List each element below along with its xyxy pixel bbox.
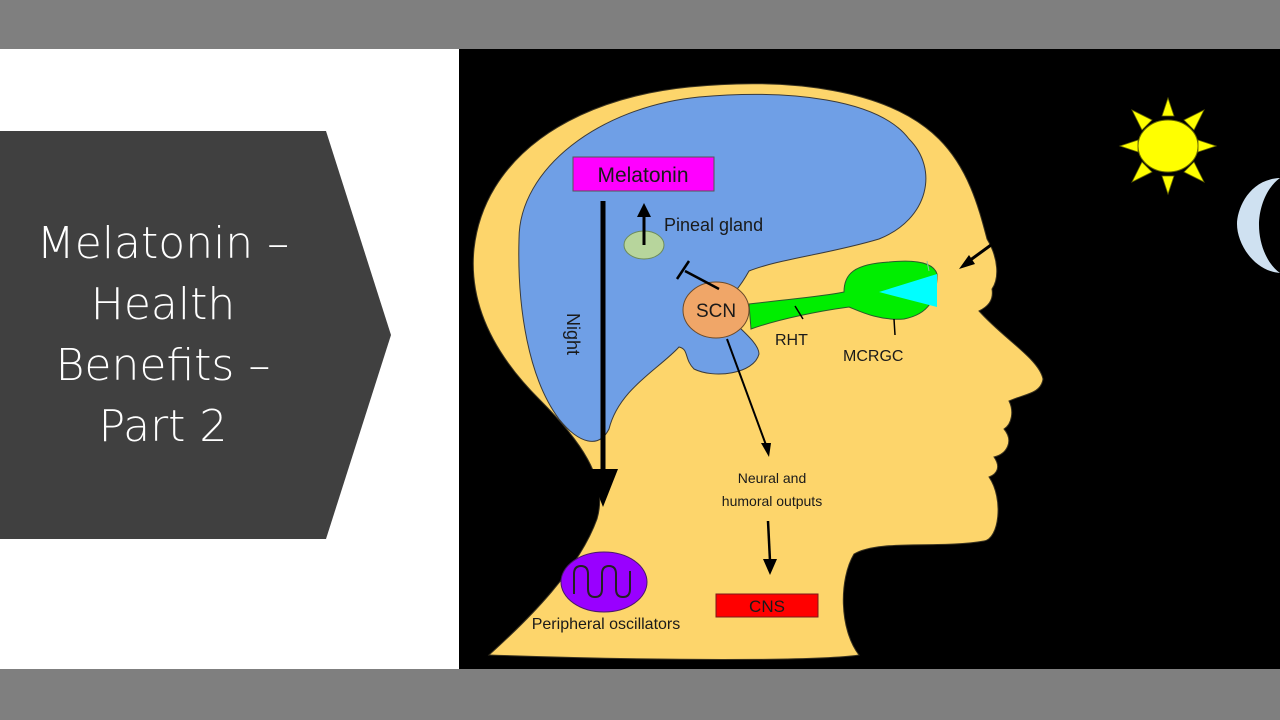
cns-box [715, 593, 819, 618]
title-chevron-shape [0, 131, 391, 539]
circadian-diagram: SCN Pineal gland Melatonin Night RHT MCR… [459, 49, 1280, 669]
cns-label: CNS [749, 597, 785, 616]
night-label: Night [563, 313, 583, 355]
melatonin-label: Melatonin [597, 164, 688, 187]
slide-title: Melatonin – Health Benefits – Part 2 [36, 218, 290, 452]
outputs-label-line1: Neural and [738, 470, 807, 486]
melatonin-box [572, 156, 715, 192]
moon-icon [1237, 178, 1280, 273]
bottom-frame-bar [0, 669, 1280, 720]
rht-label: RHT [775, 332, 808, 349]
sun-icon [1118, 96, 1218, 196]
peripheral-oscillators-label: Peripheral oscillators [532, 616, 681, 633]
oscillation-wave-icon [573, 564, 631, 599]
pineal-gland-label: Pineal gland [664, 215, 763, 235]
scn-nucleus [682, 281, 750, 339]
outputs-label-line2: humoral outputs [722, 493, 822, 509]
scn-label: SCN [696, 301, 736, 322]
top-frame-bar [0, 0, 1280, 49]
light-arrow-icon [959, 243, 992, 269]
mcrgc-label: MCRGC [843, 348, 903, 365]
retina-lens [879, 274, 937, 307]
